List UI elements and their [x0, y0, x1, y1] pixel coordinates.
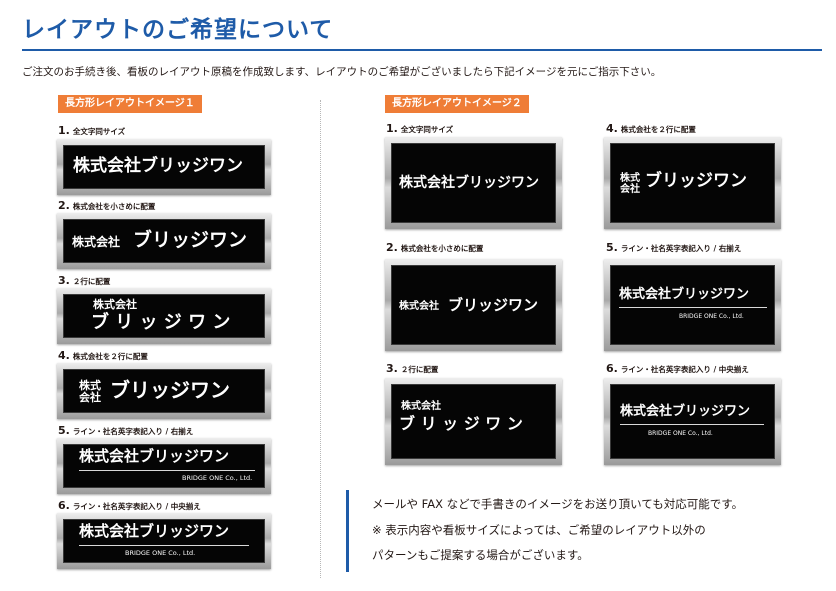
note-line-3: パターンもご提案する場合がございます。	[372, 548, 589, 562]
l2-item-2-caption: 2.株式会社を小さめに配置	[386, 241, 484, 254]
l1-item-4-caption: 4.株式会社を２行に配置	[58, 349, 148, 362]
l1-sign-4: 株式 会社 ブリッジワン	[57, 363, 271, 419]
l1-item-3-caption: 3.２行に配置	[58, 274, 111, 287]
l1-sign-5: 株式会社ブリッジワン BRIDGE ONE Co., Ltd.	[57, 438, 271, 494]
note-line-1: メールや FAX などで手書きのイメージをお送り頂いても対応可能です。	[372, 497, 744, 511]
l1-sign-2: 株式会社 ブリッジワン	[57, 213, 271, 269]
l2-item-6-caption: 6.ライン・社名英字表記入り / 中央揃え	[606, 362, 749, 375]
l1-item-5-caption: 5.ライン・社名英字表記入り / 右揃え	[58, 424, 194, 437]
l2-sign-4: 株式 会社 ブリッジワン	[604, 137, 781, 229]
l1-item-2-caption: 2.株式会社を小さめに配置	[58, 199, 156, 212]
l1-sign-3: 株式会社 ブ リ ッ ジ ワ ン	[57, 288, 271, 344]
section-divider	[320, 100, 321, 578]
l2-item-4-caption: 4.株式会社を２行に配置	[606, 122, 696, 135]
layout-1-badge: 長方形レイアウトイメージ１	[58, 95, 202, 113]
l1-sign-6: 株式会社ブリッジワン BRIDGE ONE Co., Ltd.	[57, 513, 271, 569]
l1-sign-1: 株式会社ブリッジワン	[57, 139, 271, 195]
l2-item-5-caption: 5.ライン・社名英字表記入り / 右揃え	[606, 241, 742, 254]
l1-item-1-caption: 1.全文字同サイズ	[58, 124, 126, 137]
l2-sign-3: 株式会社 ブ リ ッ ジ ワ ン	[385, 378, 562, 465]
intro-text: ご注文のお手続き後、看板のレイアウト原稿を作成致します、レイアウトのご希望がござ…	[22, 66, 662, 78]
l2-item-1-caption: 1.全文字同サイズ	[386, 122, 454, 135]
l2-item-3-caption: 3.２行に配置	[386, 362, 439, 375]
l1-item-6-caption: 6.ライン・社名英字表記入り / 中央揃え	[58, 499, 201, 512]
l2-sign-5: 株式会社ブリッジワン BRIDGE ONE Co., Ltd.	[604, 259, 781, 351]
l2-sign-2: 株式会社 ブリッジワン	[385, 259, 562, 351]
title-underline	[22, 49, 822, 51]
l2-sign-1: 株式会社ブリッジワン	[385, 137, 562, 229]
layout-2-badge: 長方形レイアウトイメージ２	[385, 95, 529, 113]
page-title: レイアウトのご希望について	[22, 17, 334, 43]
note-accent-bar	[346, 490, 349, 572]
note-line-2: ※ 表示内容や看板サイズによっては、ご希望のレイアウト以外の	[372, 523, 706, 537]
l2-sign-6: 株式会社ブリッジワン BRIDGE ONE Co., Ltd.	[604, 378, 781, 465]
